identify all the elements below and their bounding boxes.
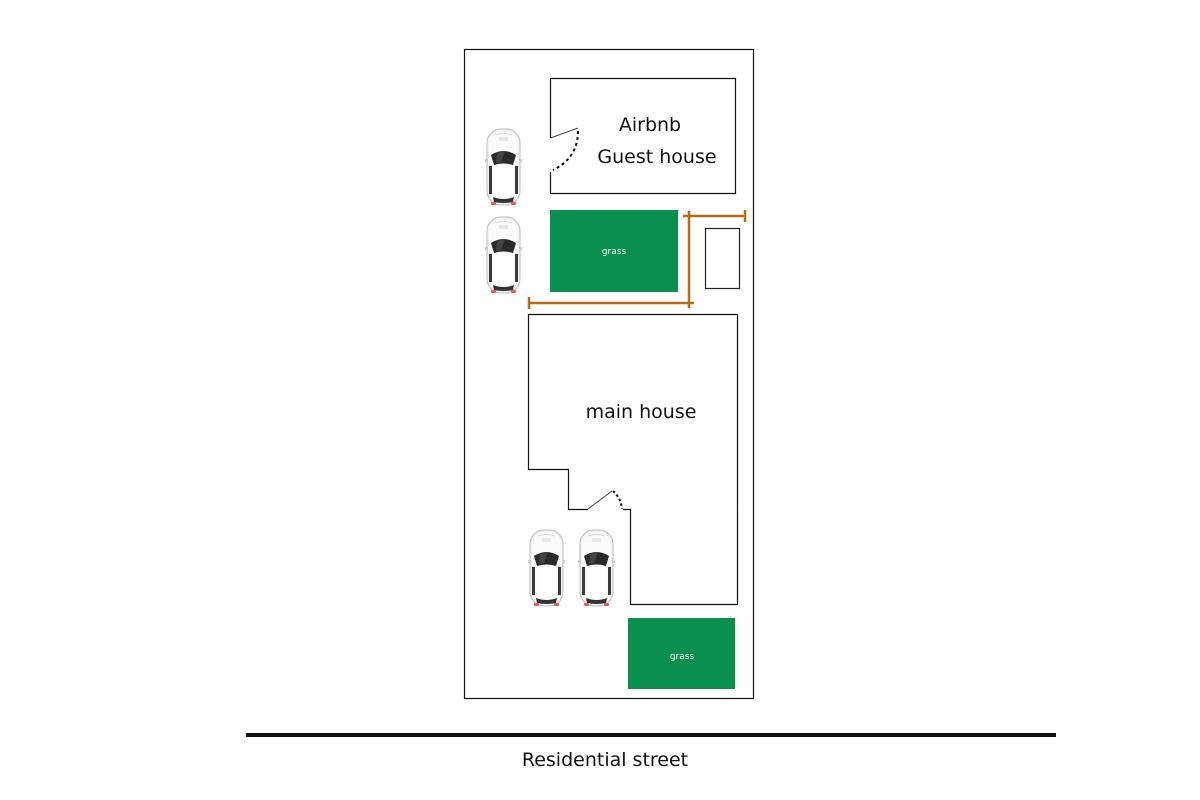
grass-area-1: grass <box>550 210 678 292</box>
grass-rect-1 <box>550 210 678 292</box>
guest-house-door-leaf <box>550 127 579 139</box>
grass-label-1: grass <box>602 247 627 257</box>
grass-label-2: grass <box>670 652 695 662</box>
main-house-label: main house <box>586 401 697 423</box>
guest-house-label-line1: Airbnb <box>619 114 681 136</box>
grass-area-2: grass <box>628 618 735 689</box>
guest-house-door-swing <box>552 130 579 171</box>
property-lot <box>463 48 755 700</box>
guest-house-outline <box>549 77 737 195</box>
grass-rect-2 <box>628 618 735 689</box>
car-icon <box>484 128 523 206</box>
guest-house: Airbnb Guest house <box>549 77 737 195</box>
main-house-outline <box>527 313 739 606</box>
car-icon <box>484 216 523 294</box>
main-house: main house <box>527 313 739 606</box>
car-icon <box>577 529 616 607</box>
main-house-door-leaf <box>587 490 613 510</box>
guest-house-label-line2: Guest house <box>597 146 716 168</box>
car-icon <box>527 529 566 607</box>
small-shed <box>704 227 741 290</box>
fence <box>527 210 747 309</box>
main-house-door-swing <box>612 490 623 510</box>
street-label: Residential street <box>522 749 688 771</box>
street-line <box>246 733 1056 737</box>
